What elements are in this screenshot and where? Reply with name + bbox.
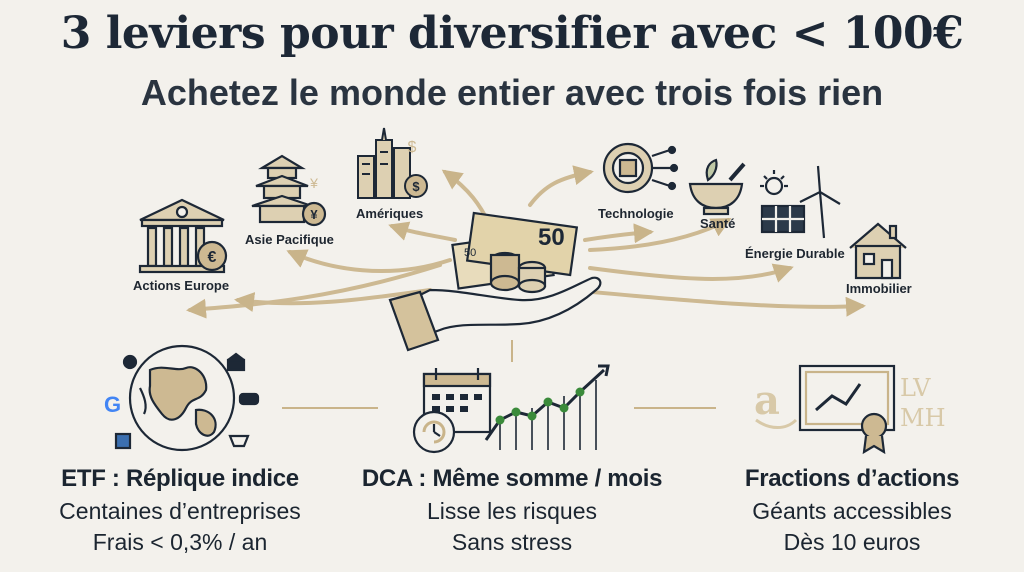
label-technologie: Technologie: [598, 206, 674, 221]
label-sante: Santé: [700, 216, 736, 231]
lvmh-mark-top: LV: [900, 374, 931, 402]
label-actions-europe: Actions Europe: [133, 278, 230, 293]
pillar-fractions-line2: Dès 10 euros: [783, 529, 921, 555]
arrow-to-asia: [286, 249, 452, 274]
label-energie-durable: Énergie Durable: [745, 246, 845, 261]
arrow-to-tech-low: [583, 223, 654, 244]
arrow-to-amerique-low: [388, 221, 457, 242]
banknote-small: 50: [464, 247, 476, 259]
pillar-dca-line2: Sans stress: [451, 529, 573, 555]
lvmh-mark-bottom: MH: [900, 404, 946, 432]
flow-arrows: [186, 165, 866, 319]
certificate-icon: a LV MH: [754, 364, 946, 455]
arrow-to-immobilier: [568, 288, 866, 317]
mortar-leaf-icon: [688, 158, 746, 216]
page-title: 3 leviers pour diversifier avec < 100€: [60, 8, 964, 59]
pillar-dca: DCA : Même somme / mois Lisse les risque…: [342, 462, 682, 558]
globe-brands-icon: G: [104, 344, 260, 452]
pillar-etf-title: ETF : Réplique indice: [61, 465, 299, 492]
hand-money-icon: [388, 211, 602, 352]
pillar-fractions-line1: Géants accessibles: [752, 498, 952, 524]
arrow-to-left-long: [234, 288, 432, 312]
pillar-etf-line1: Centaines d’entreprises: [59, 498, 301, 524]
label-immobilier: Immobilier: [846, 281, 912, 296]
arrow-to-sante: [588, 218, 732, 252]
calendar-growth-icon: [412, 364, 610, 454]
label-ameriques: Amériques: [356, 206, 424, 221]
pillar-etf-line2: Frais < 0,3% / an: [92, 529, 268, 555]
page-subtitle: Achetez le monde entier avec trois fois …: [140, 72, 884, 113]
gear-chip-icon: [602, 142, 679, 194]
pillar-fractions: Fractions d’actions Géants accessibles D…: [682, 462, 1022, 558]
pagoda-yen-icon: ¥ ¥: [251, 154, 327, 227]
label-asie-pacifique: Asie Pacifique: [245, 232, 334, 247]
arrow-to-energie: [588, 263, 794, 283]
pillar-etf: ETF : Réplique indice Centaines d’entrep…: [10, 462, 350, 558]
banknote-value: 50: [538, 224, 565, 251]
house-icon: [849, 222, 907, 280]
solar-wind-icon: [760, 165, 841, 239]
amazon-mark: a: [754, 377, 780, 424]
svg-text:$: $: [412, 179, 420, 194]
pillar-dca-line1: Lisse les risques: [426, 498, 598, 524]
pillar-dca-title: DCA : Même somme / mois: [361, 465, 663, 492]
arrow-to-tech-high: [528, 165, 594, 207]
svg-text:¥: ¥: [310, 207, 318, 222]
svg-text:€: €: [208, 249, 217, 266]
svg-text:¥: ¥: [309, 175, 318, 191]
bank-euro-icon: €: [138, 198, 228, 274]
skyscrapers-dollar-icon: $ $: [357, 127, 428, 199]
arrow-to-europe: [186, 263, 442, 319]
pillar-fractions-title: Fractions d’actions: [744, 465, 960, 492]
svg-text:$: $: [408, 139, 417, 156]
svg-text:G: G: [104, 392, 121, 417]
